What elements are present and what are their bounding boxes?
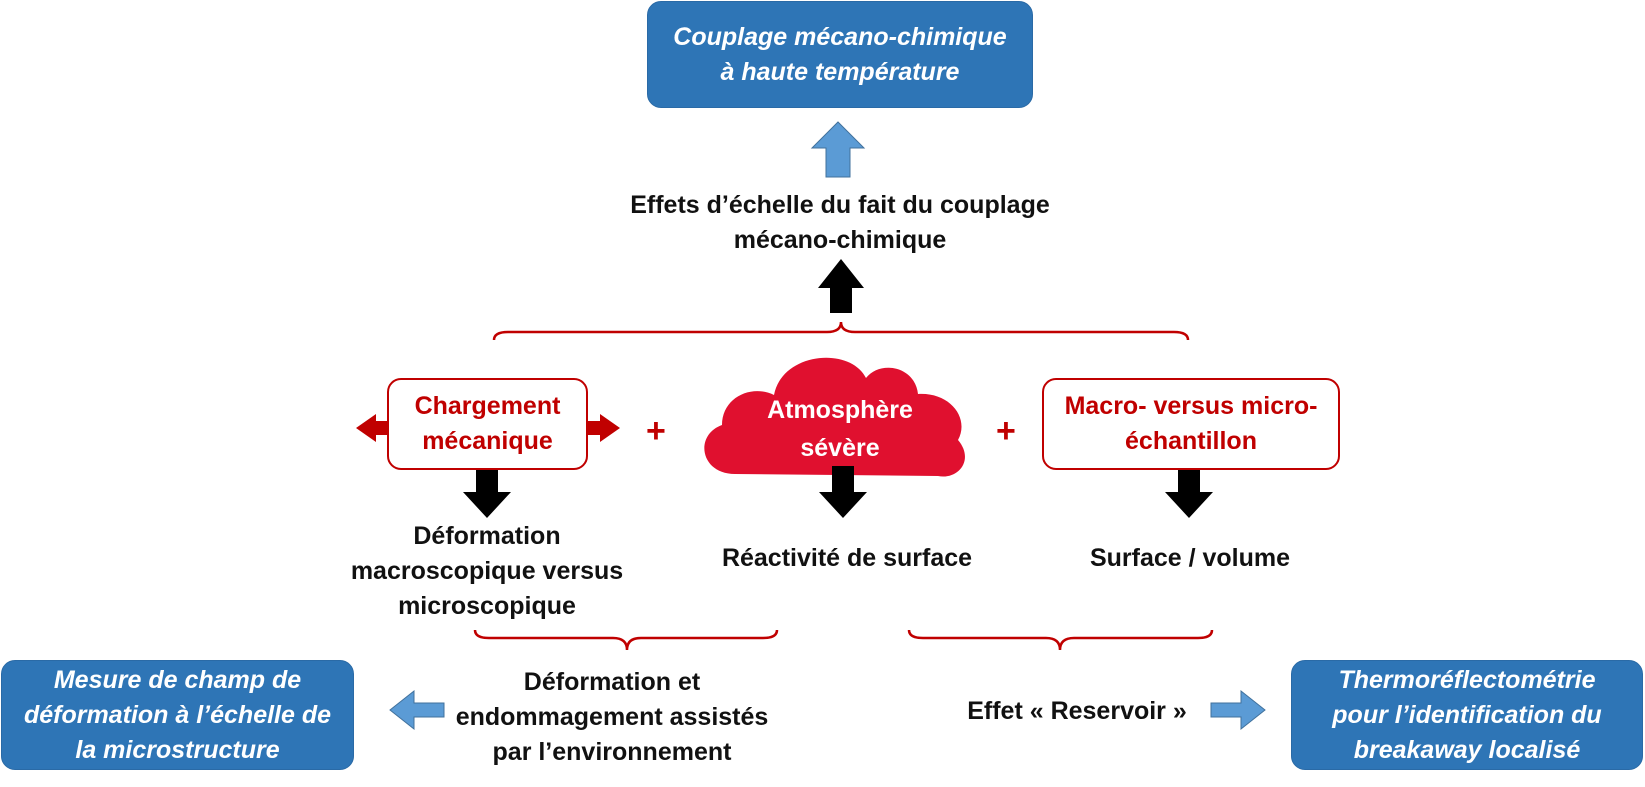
strain-field-method-box: Mesure de champ de déformation à l’échel… [1, 660, 354, 770]
mechanical-loading-label: Chargement mécanique [414, 392, 561, 455]
right-arrow-light-icon [1210, 689, 1266, 731]
down-arrow-reactivity-icon [819, 466, 867, 518]
strain-field-method-label: Mesure de champ de déformation à l’échel… [23, 665, 332, 764]
thermoreflectometry-method-label: Thermoréflectométrie pour l’identificati… [1332, 665, 1602, 764]
down-arrow-surface-icon [1165, 462, 1213, 518]
top-brace [492, 321, 1190, 341]
left-arrow-light-icon [389, 689, 445, 731]
cloud-shape [704, 357, 965, 477]
env-assisted-damage-text: Déformation et endommagement assistés pa… [455, 668, 769, 766]
top-coupling-box: Couplage mécano-chimique à haute tempéra… [647, 1, 1033, 108]
up-arrow-light-icon [810, 121, 866, 178]
deformation-outcome-text: Déformation macroscopique versus microsc… [350, 522, 624, 620]
specimen-size-label: Macro- versus micro- échantillon [1064, 392, 1318, 455]
atmosphere-label: Atmosphère sévère [767, 396, 913, 462]
surface-volume-outcome-text: Surface / volume [1089, 544, 1291, 572]
top-coupling-label: Couplage mécano-chimique à haute tempéra… [673, 22, 1007, 86]
bottom-right-brace [907, 629, 1214, 651]
plus-sign-left: + [646, 412, 666, 450]
up-arrow-black-icon [818, 259, 864, 313]
plus-sign-right: + [996, 412, 1016, 450]
bottom-left-brace [473, 629, 779, 651]
mechanical-loading-box: Chargement mécanique [387, 378, 588, 470]
reactivity-outcome-text: Réactivité de surface [721, 544, 973, 572]
down-arrow-deformation-icon [463, 466, 511, 518]
scale-effects-text: Effets d’échelle du fait du couplage méc… [630, 191, 1050, 254]
thermoreflectometry-method-box: Thermoréflectométrie pour l’identificati… [1291, 660, 1643, 770]
right-load-arrow-icon [582, 414, 620, 442]
reservoir-effect-text: Effet « Reservoir » [967, 697, 1187, 725]
left-load-arrow-icon [356, 414, 394, 442]
specimen-size-box: Macro- versus micro- échantillon [1042, 378, 1340, 470]
